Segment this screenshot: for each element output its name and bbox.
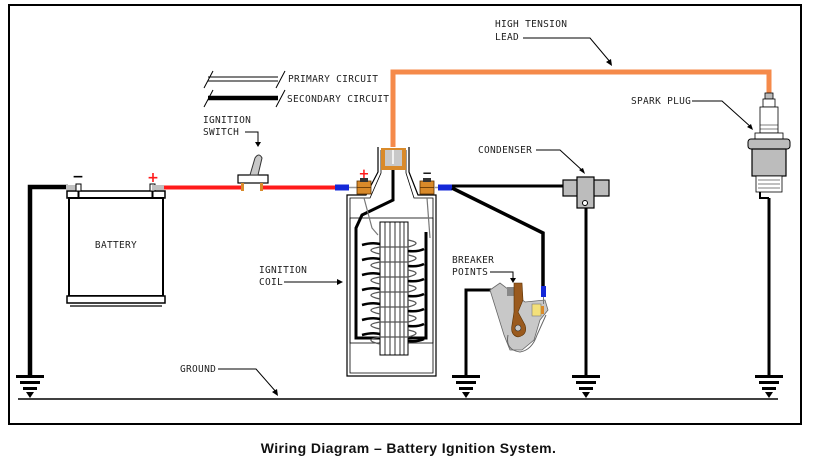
coil-winding-dark — [361, 256, 425, 268]
high-tension-label-2: LEAD — [495, 32, 519, 43]
coil-core — [379, 221, 409, 356]
ignition-coil-label-2: COIL — [259, 277, 283, 288]
coil-negative-sign: − — [422, 166, 432, 180]
coil-winding — [370, 314, 417, 330]
ignition-switch-label-2: SWITCH — [203, 127, 239, 138]
battery-top-cap — [66, 190, 166, 199]
ground-symbol — [16, 375, 44, 398]
ignition-coil-label-1: IGNITION — [259, 265, 307, 276]
spark-plug — [747, 92, 791, 375]
coil-winding — [370, 239, 417, 255]
arrow-head — [747, 124, 753, 130]
legend-primary-label: PRIMARY CIRCUIT — [288, 74, 378, 85]
high-tension-pointer — [523, 37, 612, 64]
connector-blue-breaker — [541, 286, 546, 297]
ignition-switch-label-1: IGNITION — [203, 115, 251, 126]
coil-negative-wire — [434, 184, 565, 297]
battery-base — [66, 295, 166, 304]
arrow-head — [579, 168, 585, 174]
coil-windings — [361, 239, 425, 345]
diagram-caption: Wiring Diagram – Battery Ignition System… — [260, 440, 557, 456]
spark-plug-label: SPARK PLUG — [631, 96, 691, 107]
arrow-head — [272, 389, 278, 396]
ground-symbol — [452, 375, 480, 398]
coil-positive-sign: + — [359, 167, 370, 182]
coil-winding — [370, 269, 417, 285]
coil-winding-dark — [361, 286, 425, 298]
battery-positive-sign: + — [147, 170, 159, 186]
coil-winding-dark — [361, 301, 425, 313]
ground-label: GROUND — [180, 364, 216, 375]
battery-label: BATTERY — [95, 240, 137, 251]
coil-negative-terminal — [419, 178, 435, 195]
coil-winding — [370, 284, 417, 300]
coil-winding-dark — [361, 331, 425, 343]
ground-symbol — [572, 375, 600, 398]
ground-symbol — [755, 375, 783, 398]
condenser-pointer — [536, 149, 585, 173]
arrow-head — [510, 278, 516, 283]
coil-winding-dark — [361, 271, 425, 283]
breaker-points-label-2: POINTS — [452, 267, 488, 278]
coil-winding-dark — [361, 316, 425, 328]
battery-negative-sign: − — [72, 169, 84, 185]
battery-ground-wire — [27, 184, 78, 375]
connector-blue-coil-neg — [438, 184, 452, 191]
coil-winding — [370, 254, 417, 270]
ignition-switch-pointer — [245, 131, 259, 143]
coil-winding — [370, 299, 417, 315]
high-tension-lead — [390, 69, 772, 152]
coil-winding-dark — [361, 241, 425, 253]
diagram-frame — [8, 4, 802, 425]
spark-plug-pointer — [692, 100, 753, 129]
battery: BATTERY — [66, 183, 166, 307]
high-tension-label-1: HIGH TENSION — [495, 19, 567, 30]
breaker-points-label-1: BREAKER — [452, 255, 494, 266]
arrow-head — [606, 59, 612, 66]
ignition-coil — [346, 147, 437, 377]
primary-wire — [152, 184, 360, 191]
ground-pointer — [218, 368, 278, 394]
legend-primary-circuit: PRIMARY CIRCUIT — [203, 70, 378, 89]
ground-symbols — [16, 375, 783, 398]
breaker-points-pointer — [490, 271, 514, 279]
coil-winding — [370, 329, 417, 345]
legend-secondary-circuit: SECONDARY CIRCUIT — [203, 89, 389, 108]
breaker-points — [464, 282, 549, 375]
arrow-head — [337, 279, 343, 285]
condenser-label: CONDENSER — [478, 145, 532, 156]
arrow-head — [255, 142, 261, 147]
battery-case — [68, 197, 164, 297]
legend-secondary-label: SECONDARY CIRCUIT — [287, 94, 389, 105]
ignition-switch — [237, 154, 269, 191]
connector-blue-coil-pos — [335, 184, 349, 191]
coil-positive-terminal — [356, 178, 372, 195]
condenser — [562, 176, 610, 375]
battery-negative-post — [75, 183, 82, 192]
